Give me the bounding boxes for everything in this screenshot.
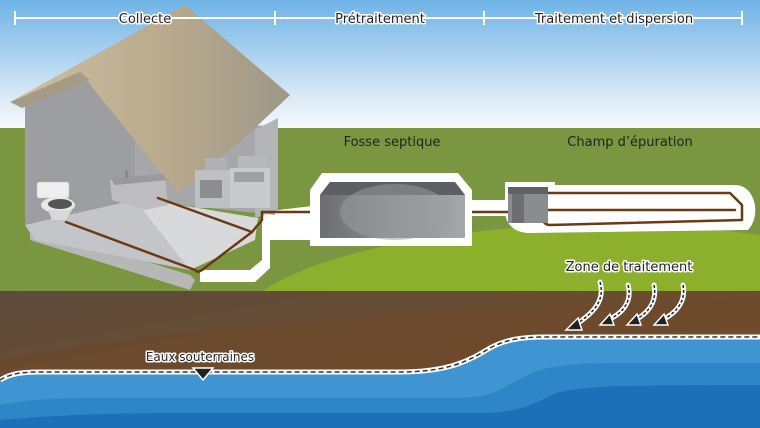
septic-tank-label: Fosse septique: [344, 135, 441, 150]
stage-timeline: [14, 11, 743, 25]
distribution-box: [508, 187, 548, 223]
bathtub-icon: [110, 170, 168, 210]
groundwater: [0, 334, 760, 428]
treatment-zone-arrows: [564, 279, 687, 331]
septic-tank: [310, 173, 472, 246]
groundwater-label: Eaux souterraines: [146, 350, 254, 364]
drain-field-label: Champ d’épuration: [567, 135, 692, 150]
stage-label-traitement: Traitement et dispersion: [534, 12, 693, 27]
roof: [10, 5, 290, 194]
stage-label-collecte: Collecte: [119, 12, 172, 27]
stage-label-pretraitement: Prétraitement: [335, 12, 425, 27]
house-cutaway: [10, 5, 290, 290]
water-table-marker-icon: [191, 367, 215, 382]
treatment-zone-label: Zone de traitement: [566, 260, 693, 275]
toilet-icon: [36, 181, 75, 220]
appliances-icon: [195, 156, 270, 208]
